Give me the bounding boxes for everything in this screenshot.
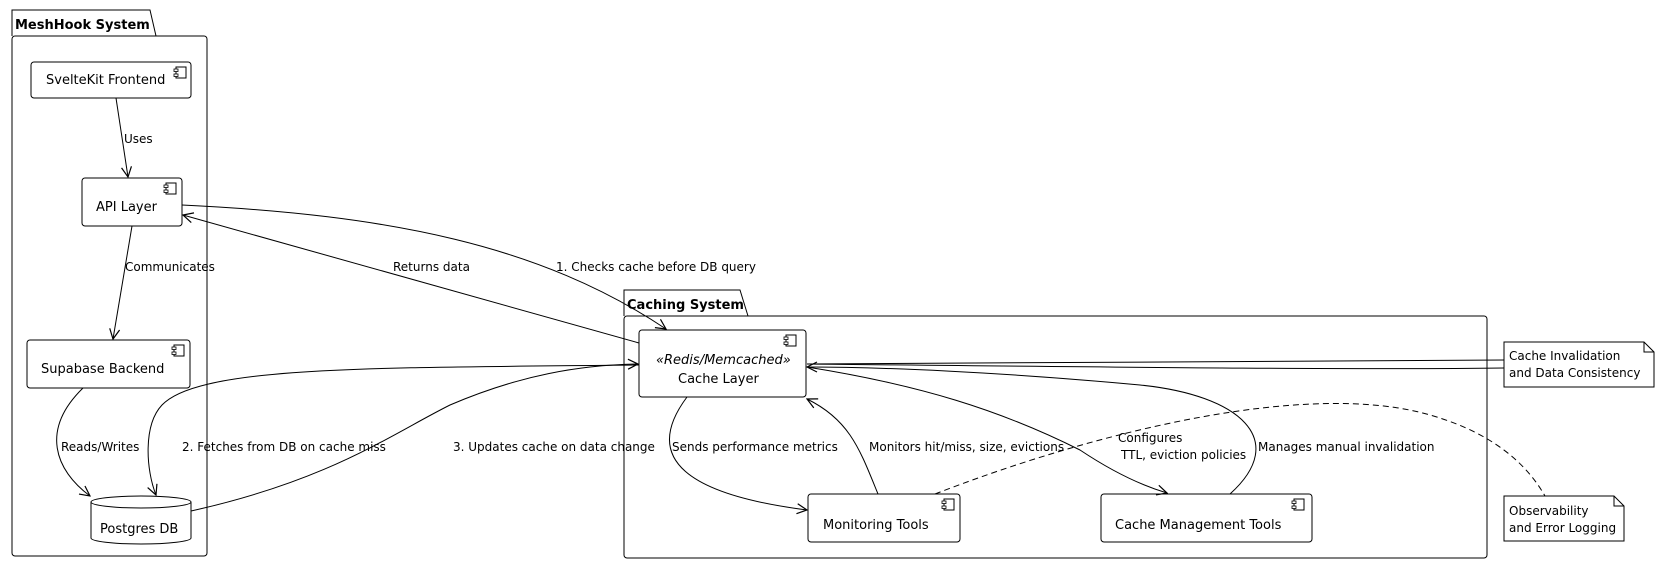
edge-communicates bbox=[113, 225, 133, 339]
cache-layer-stereotype: «Redis/Memcached» bbox=[656, 353, 791, 368]
note-cache-invalidation: Cache Invalidation and Data Consistency bbox=[1503, 341, 1655, 388]
package-meshhook: MeshHook System bbox=[11, 9, 208, 557]
note-observability: Observability and Error Logging bbox=[1503, 495, 1625, 542]
cache-management-tools-label: Cache Management Tools bbox=[1115, 518, 1282, 533]
component-frontend: SvelteKit Frontend bbox=[30, 61, 192, 99]
edge-label-configures-1: Configures bbox=[1118, 431, 1182, 445]
api-layer-label: API Layer bbox=[96, 200, 158, 215]
edge-label-returns-data: Returns data bbox=[393, 260, 470, 274]
edge-sends-metrics bbox=[669, 396, 807, 510]
component-monitoring-tools: Monitoring Tools bbox=[807, 493, 961, 543]
edge-fetches bbox=[148, 364, 640, 495]
note-invalidation-line2: and Data Consistency bbox=[1509, 366, 1640, 380]
edge-monitors bbox=[807, 399, 879, 495]
component-cache-layer: «Redis/Memcached» Cache Layer bbox=[638, 329, 807, 398]
cache-layer-label: Cache Layer bbox=[678, 372, 759, 387]
monitoring-tools-label: Monitoring Tools bbox=[823, 518, 929, 533]
postgres-label: Postgres DB bbox=[100, 522, 178, 537]
package-caching: Caching System bbox=[623, 289, 1488, 559]
edge-note-observability bbox=[934, 402, 1546, 497]
edge-manages bbox=[807, 367, 1257, 495]
edge-label-fetches: 2. Fetches from DB on cache miss bbox=[182, 440, 386, 454]
component-api-layer: API Layer bbox=[81, 177, 183, 227]
edge-label-configures-2: TTL, eviction policies bbox=[1120, 448, 1246, 462]
edge-note-invalidation-a bbox=[806, 359, 1505, 365]
frontend-label: SvelteKit Frontend bbox=[46, 73, 165, 88]
edge-returns-data bbox=[183, 215, 640, 344]
edge-uses bbox=[115, 97, 128, 177]
edge-label-monitors: Monitors hit/miss, size, evictions bbox=[869, 440, 1064, 454]
edge-label-communicates: Communicates bbox=[125, 260, 215, 274]
edge-label-reads-writes: Reads/Writes bbox=[61, 440, 139, 454]
edge-reads-writes bbox=[56, 387, 90, 496]
package-meshhook-title: MeshHook System bbox=[15, 18, 150, 33]
note-observability-line1: Observability bbox=[1509, 504, 1589, 518]
edge-label-checks-cache: 1. Checks cache before DB query bbox=[556, 260, 756, 274]
edge-label-updates: 3. Updates cache on data change bbox=[453, 440, 655, 454]
edge-label-sends-metrics: Sends performance metrics bbox=[672, 440, 838, 454]
edge-note-invalidation-b bbox=[806, 363, 1505, 370]
note-observability-line2: and Error Logging bbox=[1509, 521, 1616, 535]
edge-configures bbox=[806, 366, 1167, 493]
supabase-label: Supabase Backend bbox=[41, 362, 164, 377]
component-supabase: Supabase Backend bbox=[26, 339, 191, 389]
note-invalidation-line1: Cache Invalidation bbox=[1509, 349, 1620, 363]
component-cache-management-tools: Cache Management Tools bbox=[1100, 493, 1313, 543]
edge-updates bbox=[190, 364, 638, 512]
package-caching-title: Caching System bbox=[627, 298, 744, 313]
database-postgres: Postgres DB bbox=[90, 495, 192, 545]
edge-label-manages: Manages manual invalidation bbox=[1258, 440, 1435, 454]
edge-checks-cache bbox=[181, 204, 666, 329]
edge-label-uses: Uses bbox=[124, 132, 153, 146]
